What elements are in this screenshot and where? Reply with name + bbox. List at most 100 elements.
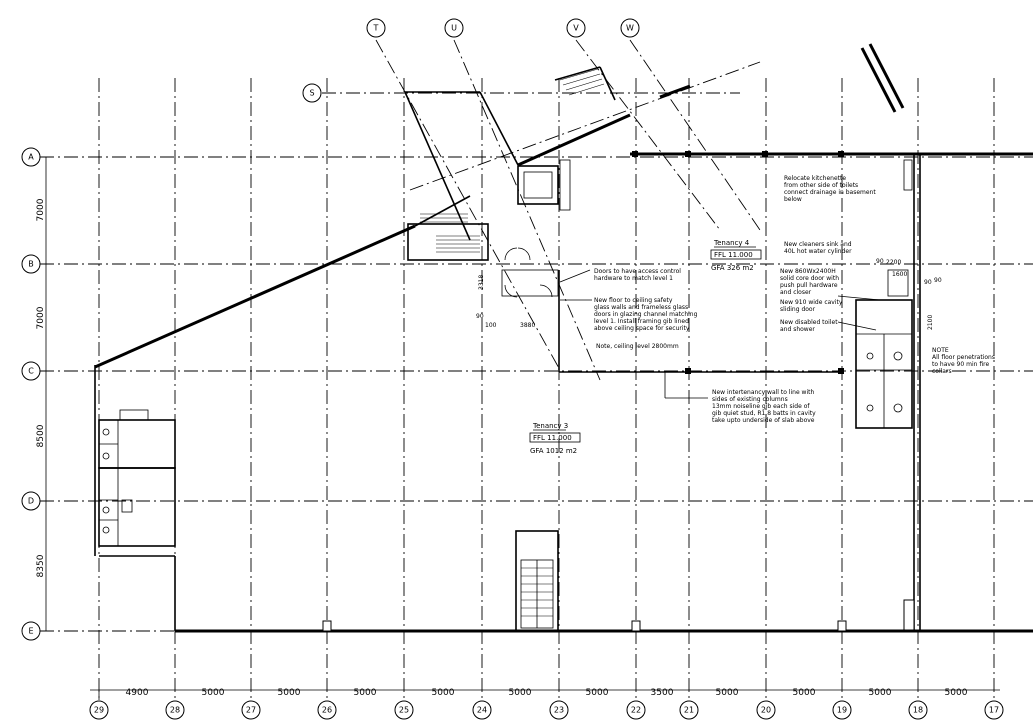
svg-text:New 910 wide cavity: New 910 wide cavity [780, 299, 843, 306]
col-label: 27 [246, 706, 256, 715]
svg-text:5000: 5000 [354, 688, 377, 698]
svg-text:8350: 8350 [36, 554, 46, 577]
svg-text:level 1. Install framing gib l: level 1. Install framing gib lined [594, 318, 689, 325]
svg-text:5000: 5000 [716, 688, 739, 698]
svg-text:Relocate kitchenette: Relocate kitchenette [784, 175, 846, 182]
svg-text:collars: collars [932, 368, 952, 375]
note-cavity-door: New 910 wide cavity sliding door [780, 299, 843, 313]
doors-b23 [501, 247, 559, 298]
svg-text:New floor to ceiling safety: New floor to ceiling safety [594, 297, 673, 304]
svg-text:13mm noiseline gib each side o: 13mm noiseline gib each side of [712, 403, 810, 410]
col-label: 22 [631, 706, 641, 715]
svg-text:100: 100 [485, 322, 497, 329]
svg-text:Doors to have access control: Doors to have access control [594, 268, 681, 275]
svg-text:New disabled toilet: New disabled toilet [780, 319, 838, 326]
svg-text:W: W [626, 24, 634, 33]
right-toilets [855, 159, 913, 429]
tenancy-4-label: Tenancy 4 FFL 11.000 GFA 326 m2 [710, 239, 762, 272]
svg-text:New 860Wx2400H: New 860Wx2400H [780, 268, 836, 275]
svg-text:gib quiet stud, R1.8 batts in: gib quiet stud, R1.8 batts in cavity [712, 410, 816, 417]
svg-text:push pull hardware: push pull hardware [780, 282, 838, 289]
note-penetrations: NOTE All floor penetrations to have 90 m… [932, 347, 995, 375]
svg-text:40L hot water cylinder: 40L hot water cylinder [784, 248, 852, 255]
bottom-dimensions: 4900 5000 5000 5000 5000 5000 5000 3500 … [90, 688, 1000, 698]
col-label: 19 [837, 706, 847, 715]
svg-text:5000: 5000 [945, 688, 968, 698]
note-solid-door: New 860Wx2400H solid core door with push… [780, 268, 839, 296]
svg-text:5000: 5000 [432, 688, 455, 698]
tenancy-gfa: GFA 326 m2 [711, 264, 754, 272]
tenancy-ffl: FFL 11.000 [714, 251, 753, 259]
skewed-gridlines [375, 39, 761, 381]
svg-text:90: 90 [934, 277, 942, 284]
svg-text:New cleaners sink and: New cleaners sink and [784, 241, 852, 248]
svg-text:S: S [309, 89, 314, 98]
note-cleaners: New cleaners sink and 40L hot water cyli… [784, 241, 852, 255]
svg-text:90: 90 [476, 313, 484, 320]
svg-text:7000: 7000 [36, 306, 46, 329]
note-kitchenette: Relocate kitchenette from other side of … [784, 175, 876, 203]
svg-text:doors in glazing channel match: doors in glazing channel matching [594, 311, 698, 318]
svg-text:Note, ceiling level 2800mm: Note, ceiling level 2800mm [596, 343, 679, 350]
svg-text:5000: 5000 [278, 688, 301, 698]
skew-bubbles: T U V W S [302, 18, 640, 103]
svg-text:sides of existing columns: sides of existing columns [712, 396, 788, 403]
svg-text:from other side of toilets: from other side of toilets [784, 182, 858, 189]
svg-text:3880: 3880 [520, 322, 535, 329]
tenancy-name: Tenancy 3 [532, 422, 568, 430]
tenancy-gfa: GFA 1012 m2 [530, 447, 577, 455]
svg-text:New intertenancy wall to line: New intertenancy wall to line with [712, 389, 814, 396]
svg-text:4900: 4900 [126, 688, 149, 698]
note-disabled-toilet: New disabled toilet and shower [780, 319, 838, 333]
svg-text:5000: 5000 [793, 688, 816, 698]
note-glazed: New floor to ceiling safety glass walls … [594, 297, 698, 332]
col-label: 23 [554, 706, 564, 715]
row-label: C [28, 367, 34, 376]
stair-upper [559, 68, 605, 96]
svg-text:glass walls and frameless glas: glass walls and frameless glass [594, 304, 688, 311]
svg-text:connect drainage in basement: connect drainage in basement [784, 189, 876, 196]
stair-e23 [515, 530, 559, 632]
svg-text:and shower: and shower [780, 326, 815, 333]
svg-text:NOTE: NOTE [932, 347, 949, 354]
svg-text:All floor penetrations: All floor penetrations [932, 354, 995, 361]
svg-text:2100: 2100 [927, 315, 934, 330]
tenancy-name: Tenancy 4 [713, 239, 750, 247]
note-access-control: Doors to have access control hardware to… [594, 268, 681, 282]
svg-text:and closer: and closer [780, 289, 812, 296]
col-label: 25 [399, 706, 409, 715]
svg-text:90: 90 [924, 279, 932, 286]
col-label: 17 [989, 706, 999, 715]
col-label: 28 [170, 706, 180, 715]
row-label: E [28, 627, 33, 636]
svg-text:U: U [451, 24, 457, 33]
row-label: A [28, 153, 34, 162]
svg-text:below: below [784, 196, 802, 203]
svg-text:hardware to match level 1: hardware to match level 1 [594, 275, 673, 282]
columns [322, 151, 915, 632]
svg-text:1600: 1600 [892, 271, 907, 278]
svg-text:3318: 3318 [478, 275, 485, 290]
svg-text:5000: 5000 [586, 688, 609, 698]
tenancy-3-label: Tenancy 3 FFL 11.000 GFA 1012 m2 [529, 422, 581, 455]
note-ceiling: Note, ceiling level 2800mm [596, 343, 679, 350]
leader-lines [559, 269, 881, 399]
svg-text:2200: 2200 [886, 259, 901, 266]
svg-text:V: V [573, 24, 579, 33]
vertical-gridlines [98, 78, 995, 700]
building-walls [94, 43, 1033, 633]
svg-text:to have 90 min fire: to have 90 min fire [932, 361, 989, 368]
row-label: B [28, 260, 34, 269]
left-toilets [98, 409, 176, 547]
svg-text:take upto underside of slab ab: take upto underside of slab above [712, 417, 815, 424]
col-label: 18 [913, 706, 923, 715]
svg-text:T: T [373, 24, 379, 33]
col-label: 20 [761, 706, 771, 715]
col-label: 24 [477, 706, 487, 715]
lift-core [517, 159, 571, 211]
column-bubbles: 29 28 27 26 25 24 23 22 21 20 19 18 17 [89, 690, 1004, 720]
svg-text:7000: 7000 [36, 198, 46, 221]
col-label: 26 [322, 706, 332, 715]
svg-text:3500: 3500 [651, 688, 674, 698]
